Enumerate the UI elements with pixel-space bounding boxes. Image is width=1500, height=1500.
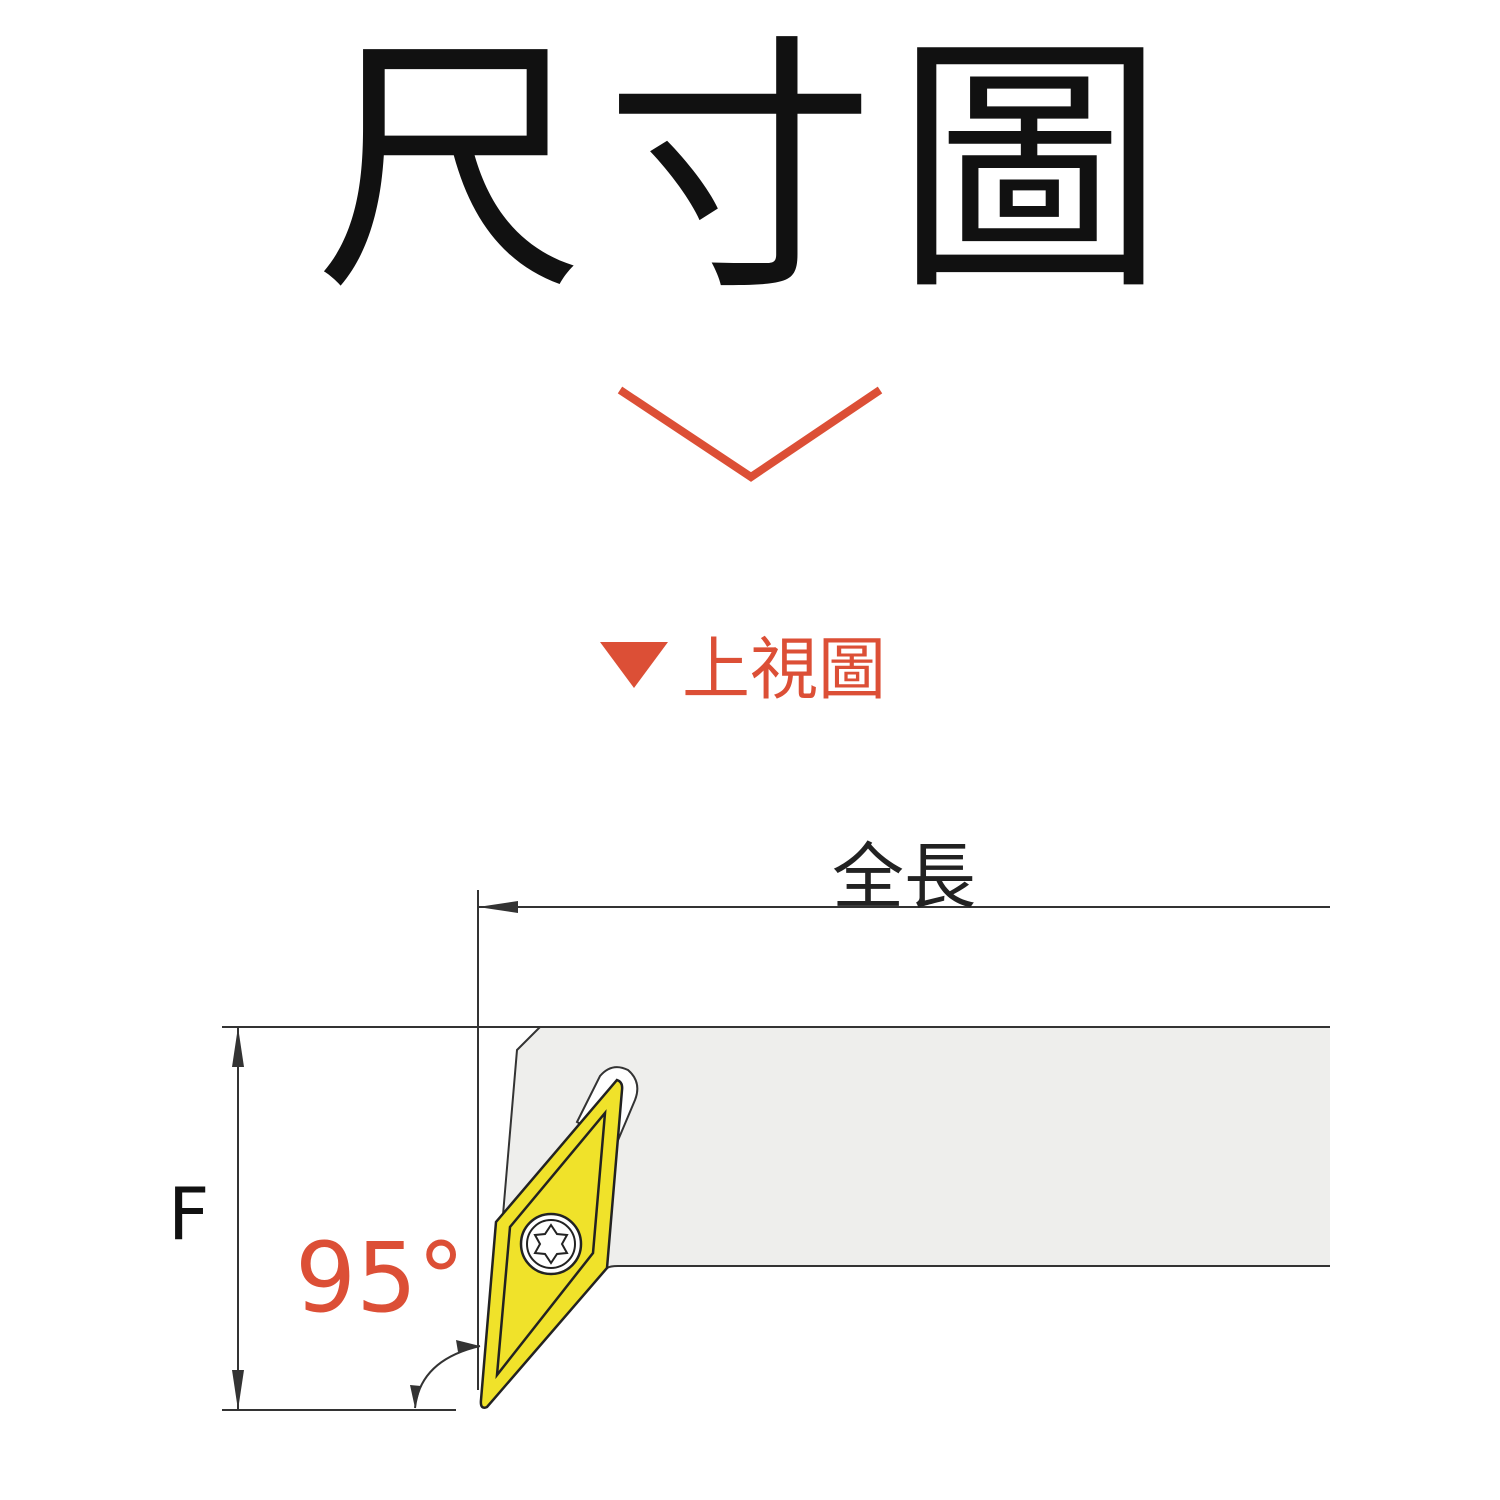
page-title: 尺寸圖 [315,12,1185,327]
height-label: F [168,1172,210,1256]
torx-icon [533,1223,569,1265]
tool-holder [505,1027,1330,1276]
arrowhead [478,901,518,913]
angle-arc [414,1345,481,1409]
insert-inner-edge [495,1109,607,1380]
overall-length-label: 全長 [832,835,977,919]
section-heading: 上視圖 [600,618,886,710]
chevron-down-icon [617,386,883,482]
section-label: 上視圖 [682,630,887,710]
angle-label: 95° [295,1222,466,1334]
triangle-down-icon [600,642,668,688]
